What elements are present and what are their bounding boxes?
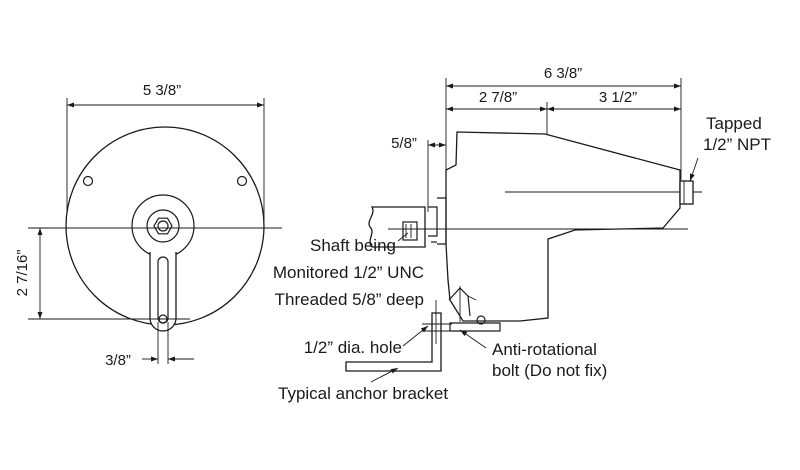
hole-label: 1/2” dia. hole <box>304 338 402 357</box>
tapped-port <box>679 180 694 205</box>
slot-width-dim-label: 3/8” <box>105 352 131 369</box>
mounting-hole-right <box>236 175 248 187</box>
callouts: Tapped 1/2” NPT Shaft being Monitored 1/… <box>273 114 771 403</box>
slot-arm <box>149 252 177 332</box>
sensor-housing <box>445 131 681 322</box>
front-width-dim-label: 5 3/8” <box>143 82 181 99</box>
left-segment-dim-label: 2 7/8” <box>479 89 517 106</box>
overall-dim-label: 6 3/8” <box>544 65 582 82</box>
anchor-bracket <box>345 312 442 372</box>
mounting-hole-left <box>82 175 94 187</box>
right-segment-dim-label: 3 1/2” <box>599 89 637 106</box>
tapped-label-line2: 1/2” NPT <box>703 135 771 154</box>
front-height-dim-label: 2 7/16” <box>14 250 31 297</box>
side-view: 6 3/8” 2 7/8” 3 1/2” 5/8” <box>345 65 702 383</box>
bracket-label: Typical anchor bracket <box>278 384 448 403</box>
hex-nut <box>153 217 173 235</box>
offset-dim-label: 5/8” <box>391 135 417 152</box>
anti-rotational-label-line2: bolt (Do not fix) <box>492 361 607 380</box>
shaft-label-line3: Threaded 5/8” deep <box>275 290 424 309</box>
front-view: 5 3/8” 2 7/16” 3/8” <box>14 82 282 369</box>
tapped-label-line1: Tapped <box>706 114 762 133</box>
anti-rotational-label-line1: Anti-rotational <box>492 340 597 359</box>
shaft-label-line1: Shaft being <box>310 236 396 255</box>
shaft-thread <box>402 221 418 241</box>
shaft-label-line2: Monitored 1/2” UNC <box>273 263 424 282</box>
